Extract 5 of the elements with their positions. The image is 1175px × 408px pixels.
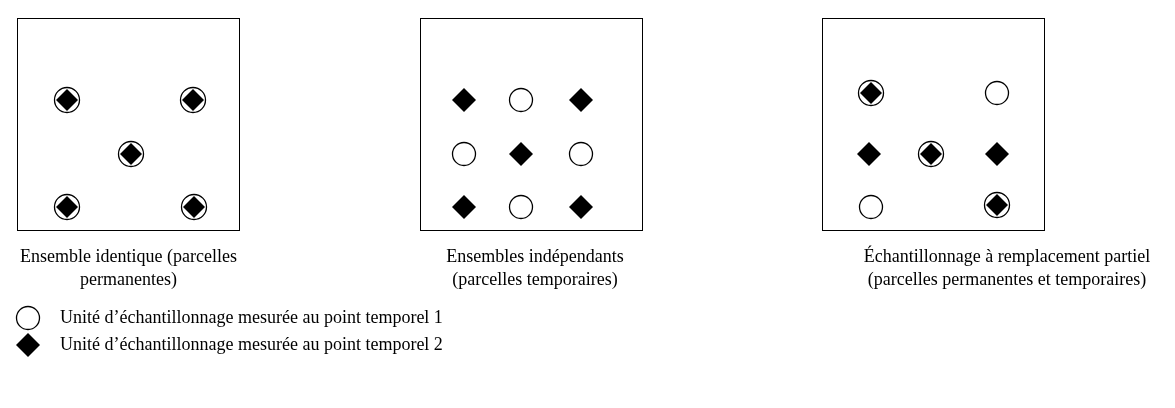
legend-text: Unité d’échantillonnage mesurée au point temporel 1: [60, 307, 443, 328]
plot-caption: Ensembles indépendants (parcelles temporaires): [445, 245, 625, 291]
plot-caption: Ensemble identique (parcelles permanentes): [19, 245, 238, 291]
legend-text: Unité d’échantillonnage mesurée au point temporel 2: [60, 334, 443, 355]
plot-caption: Échantillonnage à remplacement partiel (parcelles permanentes et temporaires): [862, 245, 1152, 291]
